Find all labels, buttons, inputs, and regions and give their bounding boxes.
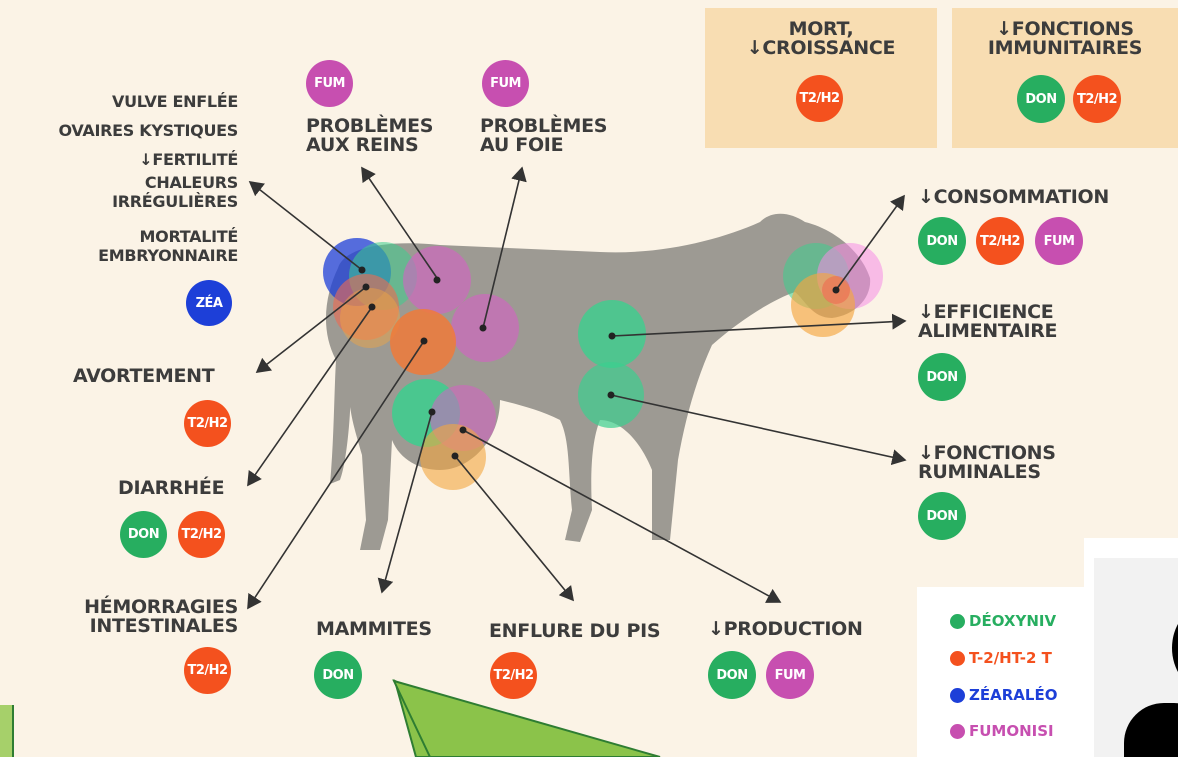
reproduction-labels: VULVE ENFLÉE OVAIRES KYSTIQUES ↓FERTILIT… (58, 92, 239, 169)
arrow-consommation (835, 194, 905, 291)
fum-badge-production: FUM (766, 651, 814, 699)
label-enflure: ENFLURE DU PIS (489, 620, 661, 642)
t2h2-badge-enflure: T2/H2 (490, 652, 537, 699)
arrow-foie (482, 166, 527, 329)
t2h2-badge-mort: T2/H2 (796, 75, 843, 122)
arrow-reins (361, 166, 438, 279)
arrow-mammites (377, 411, 433, 594)
arrow-ruminales (610, 394, 907, 466)
legend-row-t2h2: T-2/HT-2 T (950, 649, 1052, 667)
arrow-reproduction (248, 181, 363, 271)
fum-dot-icon (950, 723, 965, 739)
organ-circle-t2-repro (333, 274, 399, 340)
arrow-diarrhee (247, 306, 373, 487)
arrow-hemorragies (247, 340, 425, 610)
don-badge-mammites: DON (314, 651, 362, 699)
arrow-avortement (255, 286, 367, 373)
legend-row-don: DÉOXYNIV (950, 612, 1056, 630)
person-head-shape (1172, 608, 1178, 688)
t2h2-badge-immun: T2/H2 (1073, 75, 1121, 123)
don-badge-diarrhee: DON (120, 511, 167, 558)
organ-circle-t2-repro2 (340, 288, 400, 348)
zea-badge: ZÉA (186, 280, 232, 326)
legend-row-zea: ZÉARALÉO (950, 686, 1057, 704)
fum-badge-foie: FUM (482, 60, 529, 107)
t2h2-badge-consommation: T2/H2 (976, 217, 1024, 265)
label-mammites: MAMMITES (316, 618, 432, 640)
label-diarrhee: DIARRHÉE (118, 477, 225, 499)
person-overlay-image (1084, 538, 1178, 757)
fum-badge-consommation: FUM (1035, 217, 1083, 265)
don-dot-icon (950, 613, 965, 629)
t2h2-badge-diarrhee: T2/H2 (178, 511, 225, 558)
arrow-efficience (611, 313, 907, 337)
left-green-edge (0, 705, 14, 757)
don-badge-production: DON (708, 651, 756, 699)
t2h2-badge-avortement: T2/H2 (184, 400, 231, 447)
don-badge-consommation: DON (918, 217, 966, 265)
t2h2-badge-hemorragies: T2/H2 (184, 647, 231, 694)
reproduction-labels-2: CHALEURS IRRÉGULIÈRES (112, 173, 238, 211)
t2h2-dot-icon (950, 650, 965, 666)
legend-row-fum: FUMONISI (950, 722, 1054, 740)
label-production: ↓PRODUCTION (708, 618, 863, 640)
don-badge-efficience: DON (918, 353, 966, 401)
arrow-production (462, 429, 782, 603)
legend-panel (917, 587, 1095, 757)
label-consommation: ↓CONSOMMATION (918, 186, 1109, 208)
zea-dot-icon (950, 687, 965, 703)
fum-badge-reins: FUM (306, 60, 353, 107)
don-badge-ruminales: DON (918, 492, 966, 540)
label-avortement: AVORTEMENT (73, 365, 215, 387)
don-badge-immun: DON (1017, 75, 1065, 123)
arrow-enflure (454, 455, 575, 602)
box-mort-title: MORT,↓CROISSANCE (746, 18, 896, 59)
box-immunitaires (952, 8, 1178, 148)
reproduction-labels-3: MORTALITÉ EMBRYONNAIRE (98, 227, 238, 265)
